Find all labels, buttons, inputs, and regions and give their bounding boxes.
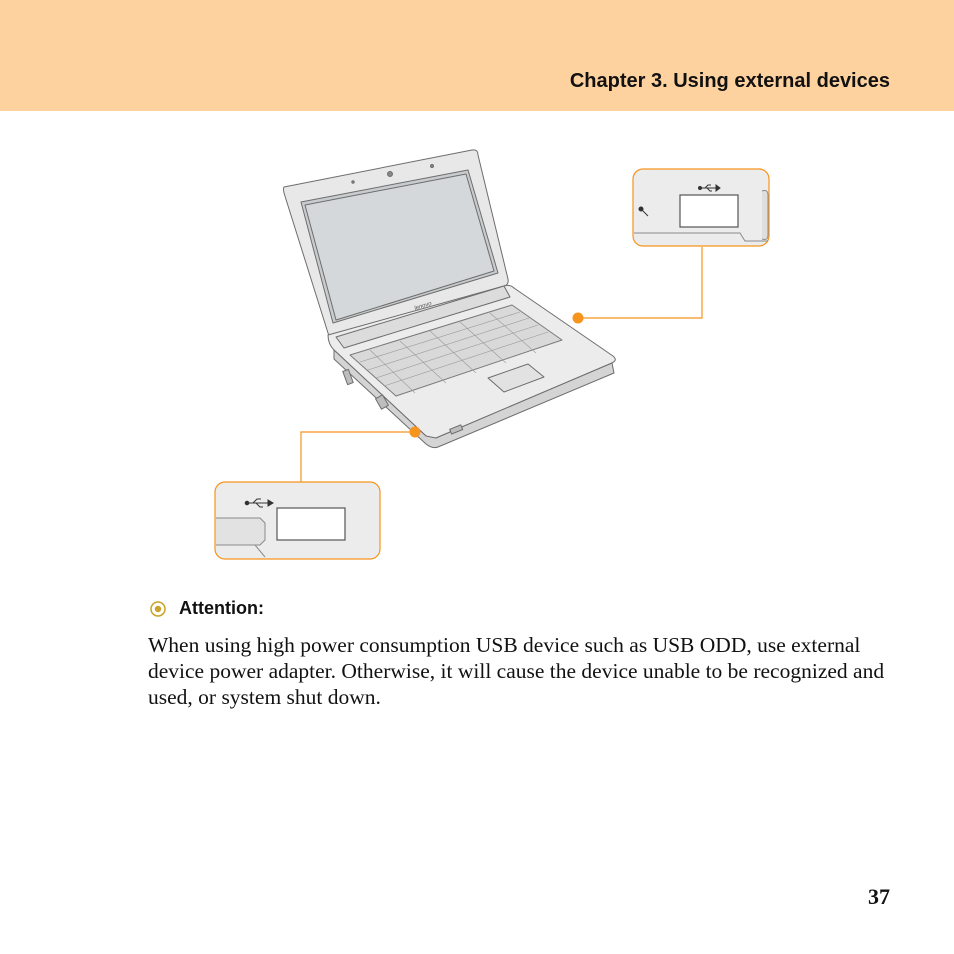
header-band <box>0 0 954 111</box>
attention-label: Attention: <box>179 598 264 618</box>
target-bullet-icon <box>150 600 166 617</box>
attention-heading: Attention: <box>149 598 264 619</box>
attention-body-text: When using high power consumption USB de… <box>148 633 885 709</box>
usb-icon <box>698 184 721 192</box>
laptop-illustration <box>283 149 616 449</box>
chapter-title: Chapter 3. Using external devices <box>569 70 890 92</box>
right-usb-port-detail <box>632 168 770 247</box>
usb-icon <box>244 498 274 508</box>
right-callout-line <box>578 247 703 319</box>
right-callout-dot <box>572 312 584 324</box>
left-callout-dot <box>409 426 421 438</box>
laptop-logo: lenovo <box>414 301 433 312</box>
microphone-icon <box>638 206 649 217</box>
laptop-usb-figure: lenovo <box>210 145 780 565</box>
page-number: 37 <box>868 884 890 909</box>
left-usb-port-detail <box>214 481 381 560</box>
left-callout-line <box>300 431 415 482</box>
